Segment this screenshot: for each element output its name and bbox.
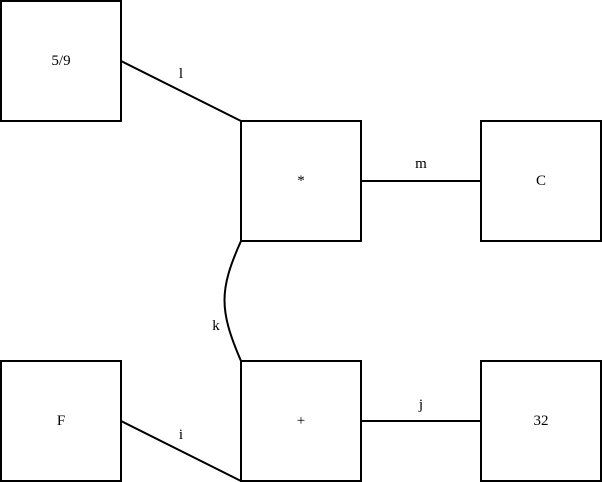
edge-i [120, 420, 242, 482]
edge-label-l: l [179, 66, 183, 82]
node-f: F [0, 360, 122, 482]
edge-label-i: i [179, 427, 183, 443]
node-c: C [480, 120, 602, 242]
edge-label-k: k [212, 318, 220, 334]
node-label-32: 32 [534, 413, 549, 429]
edges [120, 60, 481, 482]
node-label-c: C [536, 173, 546, 189]
node-label-5-9: 5/9 [51, 53, 70, 69]
edge-k [223, 240, 242, 362]
edge-labels: l m k i j [179, 66, 427, 443]
node-label-plus: + [297, 413, 305, 429]
node-5-9: 5/9 [0, 0, 122, 122]
node-multiply: * [240, 120, 362, 242]
edge-label-m: m [415, 156, 427, 172]
node-32: 32 [480, 360, 602, 482]
edge-l [120, 60, 242, 122]
node-plus: + [240, 360, 362, 482]
node-label-f: F [57, 413, 65, 429]
node-label-multiply: * [297, 173, 305, 189]
edge-label-j: j [418, 397, 423, 413]
